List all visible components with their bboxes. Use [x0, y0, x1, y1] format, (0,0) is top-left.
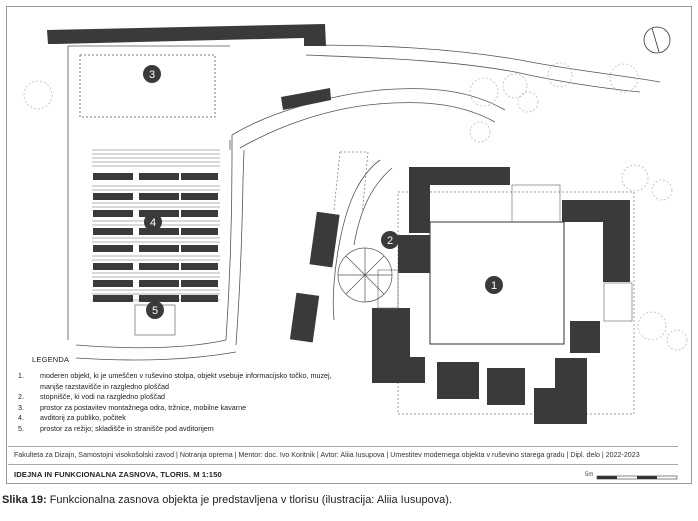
- legend-item: 1. moderen objekt, ki je umeščen v ruševi…: [18, 371, 348, 392]
- legend-item-number: 3.: [18, 402, 24, 412]
- legend-item-text: stopnišče, ki vodi na razgledno ploščad: [40, 392, 166, 401]
- legend-title: LEGENDA: [32, 355, 70, 364]
- marker-3: 3: [143, 65, 161, 83]
- terrace-outline: [67, 45, 231, 340]
- legend-item: 4. avditorij za publiko, počitek: [18, 413, 348, 424]
- svg-text:3: 3: [149, 69, 155, 81]
- svg-text:1: 1: [491, 280, 497, 292]
- footpaths: [75, 44, 661, 361]
- legend-item: 5. prostor za režijo; skladišče in strani…: [18, 424, 348, 435]
- caption-label: Slika 19:: [2, 494, 47, 506]
- scale-label: 5m: [585, 472, 594, 478]
- marker-1: 1: [485, 276, 503, 294]
- ruin-wall-fragment: [281, 88, 331, 110]
- north-arrow-icon: [643, 26, 671, 54]
- legend-item-text: moderen objekt, ki je umeščen v ruševino…: [40, 371, 332, 391]
- legend-item-text: prostor za režijo; skladišče in stranišč…: [40, 423, 214, 433]
- tower-ruins: [289, 167, 630, 424]
- legend-item-text: avditorij za publiko, počitek: [40, 413, 126, 422]
- legend-item: 3. prostor za postavitev montažnega odra,…: [18, 403, 348, 414]
- tree-icon: [23, 62, 688, 351]
- auditorium: [92, 149, 220, 336]
- divider: [8, 464, 678, 465]
- marker-5: 5: [146, 301, 164, 319]
- legend-list: 1. moderen objekt, ki je umeščen v ruševi…: [18, 371, 348, 434]
- legend-item-number: 2.: [18, 392, 24, 401]
- svg-text:2: 2: [387, 235, 393, 247]
- credits-line: Fakulteta za Dizajn, Samostojni visokošo…: [14, 451, 640, 459]
- plan-title: IDEJNA IN FUNKCIONALNA ZASNOVA, TLORIS. …: [14, 470, 222, 479]
- legend-item-number: 5.: [18, 423, 24, 433]
- legend-item-text: prostor za postavitev montažnega odra, t…: [40, 402, 247, 412]
- caption-text: Funkcionalna zasnova objekta je predstav…: [46, 494, 453, 506]
- legend-item: 2. stopnišče, ki vodi na razgledno plošča…: [18, 392, 348, 403]
- legend-item-number: 4.: [18, 413, 24, 422]
- marker-2: 2: [381, 231, 399, 249]
- scale-bar: [596, 475, 678, 480]
- marker-4: 4: [144, 213, 162, 231]
- legend-item-number: 1.: [18, 371, 24, 380]
- divider: [8, 446, 678, 447]
- figure-caption: Slika 19: Funkcionalna zasnova objekta j…: [2, 494, 452, 506]
- ruin-wall-north: [47, 24, 326, 46]
- spiral-stair: [337, 247, 393, 303]
- svg-text:5: 5: [152, 305, 158, 317]
- seat-rows: [93, 173, 218, 302]
- svg-text:4: 4: [150, 217, 156, 229]
